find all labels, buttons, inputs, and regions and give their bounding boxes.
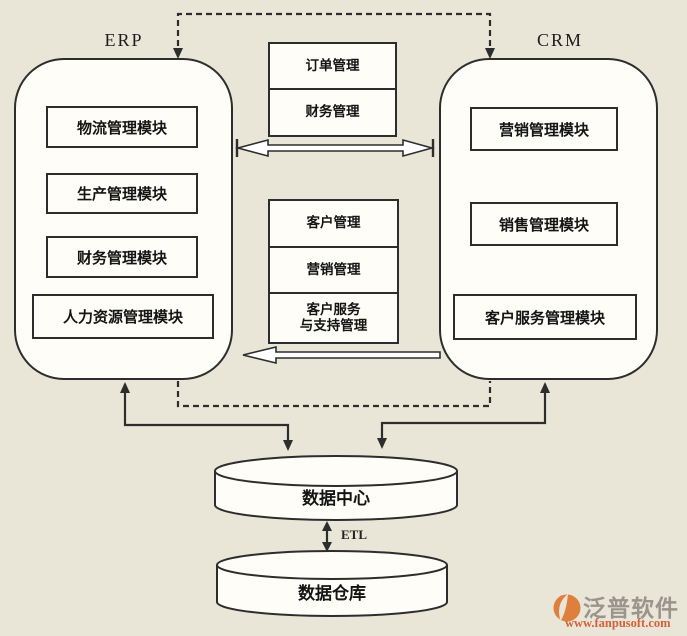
erp-module-production: 生产管理模块 xyxy=(46,173,198,214)
arrowhead-down-datacenter-left xyxy=(283,440,293,451)
erp-module-logistics: 物流管理模块 xyxy=(46,106,198,148)
fanpu-logo-icon xyxy=(553,594,581,622)
erp-module-hr: 人力资源管理模块 xyxy=(32,294,214,339)
fanpu-logo: 泛普软件 www.fanpusoft.com xyxy=(552,591,686,635)
arrowhead-down-erp-top xyxy=(173,48,183,59)
data-center-label: 数据中心 xyxy=(302,489,370,508)
fanpu-logo-name: 泛普软件 xyxy=(583,595,679,621)
bridge-box-service-support-mgmt: 客户服务 与支持管理 xyxy=(268,292,399,344)
crm-title: CRM xyxy=(536,30,584,50)
data-warehouse-cylinder xyxy=(216,550,448,617)
connector-crm-datacenter xyxy=(380,384,547,446)
etl-arrow xyxy=(322,521,332,552)
arrowhead-up-crm-bottom xyxy=(540,382,550,393)
data-warehouse-label: 数据仓库 xyxy=(298,584,366,603)
crm-module-customer-service: 客户服务管理模块 xyxy=(453,294,637,340)
arrowhead-up-erp-bottom xyxy=(120,382,130,393)
service-support-line2: 与支持管理 xyxy=(299,318,368,333)
bridge-box-order-mgmt: 订单管理 xyxy=(268,42,397,90)
connector-erp-datacenter xyxy=(123,384,290,448)
crm-module-sales: 销售管理模块 xyxy=(470,202,618,246)
double-arrow-erp-crm xyxy=(234,138,436,158)
erp-module-finance: 财务管理模块 xyxy=(46,236,198,278)
crm-module-marketing: 营销管理模块 xyxy=(470,107,618,151)
dashed-connector-bottom xyxy=(176,381,492,408)
erp-title: ERP xyxy=(104,30,144,50)
arrowhead-down-datacenter-right xyxy=(377,438,387,449)
arrowhead-down-crm-top xyxy=(485,48,495,59)
etl-label: ETL xyxy=(341,527,368,542)
single-arrow-crm-to-erp xyxy=(242,345,441,365)
bridge-box-marketing-mgmt: 营销管理 xyxy=(268,246,399,294)
bridge-box-customer-mgmt: 客户管理 xyxy=(268,199,399,248)
dashed-connector-top xyxy=(176,12,492,56)
data-center-cylinder xyxy=(214,455,458,521)
service-support-line1: 客户服务 xyxy=(306,301,361,317)
fanpu-logo-url: www.fanpusoft.com xyxy=(565,616,671,630)
bridge-box-finance-mgmt: 财务管理 xyxy=(268,88,397,137)
